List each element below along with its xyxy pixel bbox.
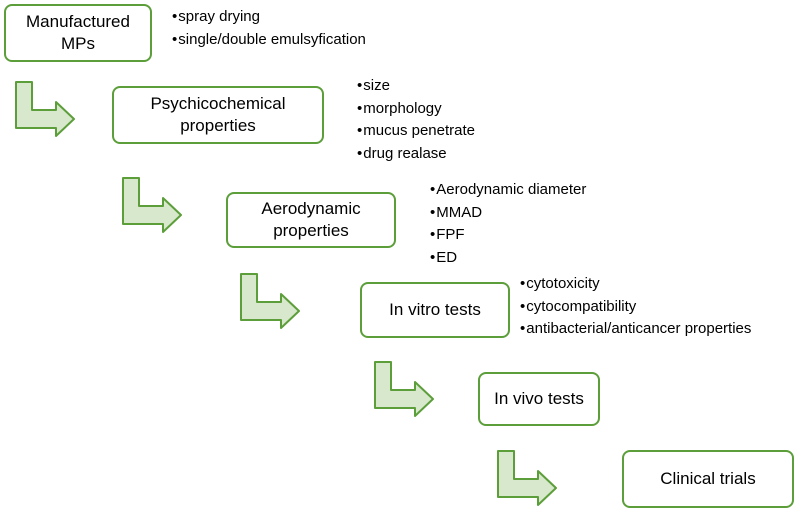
step-box-psychicochemical-properties: Psychicochemical properties [112, 86, 324, 144]
step-box-in-vivo-tests: In vivo tests [478, 372, 600, 426]
step-label: In vitro tests [389, 300, 481, 319]
step-box-manufactured-mps: Manufactured MPs [4, 4, 152, 62]
bullet-item: size [357, 75, 475, 98]
step-bullets-psychicochemical-properties: size morphology mucus penetrate drug rea… [357, 75, 475, 165]
step-bullets-aerodynamic-properties: Aerodynamic diameter MMAD FPF ED [430, 179, 586, 269]
step-label: Clinical trials [660, 469, 756, 488]
bullet-item: spray drying [172, 6, 366, 29]
step-label: Psychicochemical properties [150, 94, 286, 135]
flow-arrow-3 [240, 273, 300, 329]
bullet-item: drug realase [357, 143, 475, 166]
bullet-item: single/double emulsyfication [172, 29, 366, 52]
step-label: Manufactured MPs [26, 12, 130, 53]
bullet-item: mucus penetrate [357, 120, 475, 143]
flow-arrow-4 [374, 361, 434, 417]
flow-arrow-1 [15, 81, 75, 137]
step-box-aerodynamic-properties: Aerodynamic properties [226, 192, 396, 248]
step-box-in-vitro-tests: In vitro tests [360, 282, 510, 338]
bullet-item: ED [430, 247, 586, 270]
bullet-item: Aerodynamic diameter [430, 179, 586, 202]
step-bullets-manufactured-mps: spray drying single/double emulsyficatio… [172, 6, 366, 51]
step-bullets-in-vitro-tests: cytotoxicity cytocompatibility antibacte… [520, 273, 751, 341]
flow-arrow-5 [497, 450, 557, 506]
bullet-item: FPF [430, 224, 586, 247]
bullet-item: MMAD [430, 202, 586, 225]
bullet-item: cytotoxicity [520, 273, 751, 296]
step-box-clinical-trials: Clinical trials [622, 450, 794, 508]
step-label: In vivo tests [494, 389, 584, 408]
bullet-item: antibacterial/anticancer properties [520, 318, 751, 341]
bullet-item: cytocompatibility [520, 296, 751, 319]
step-label: Aerodynamic properties [261, 199, 361, 240]
flow-arrow-2 [122, 177, 182, 233]
bullet-item: morphology [357, 98, 475, 121]
